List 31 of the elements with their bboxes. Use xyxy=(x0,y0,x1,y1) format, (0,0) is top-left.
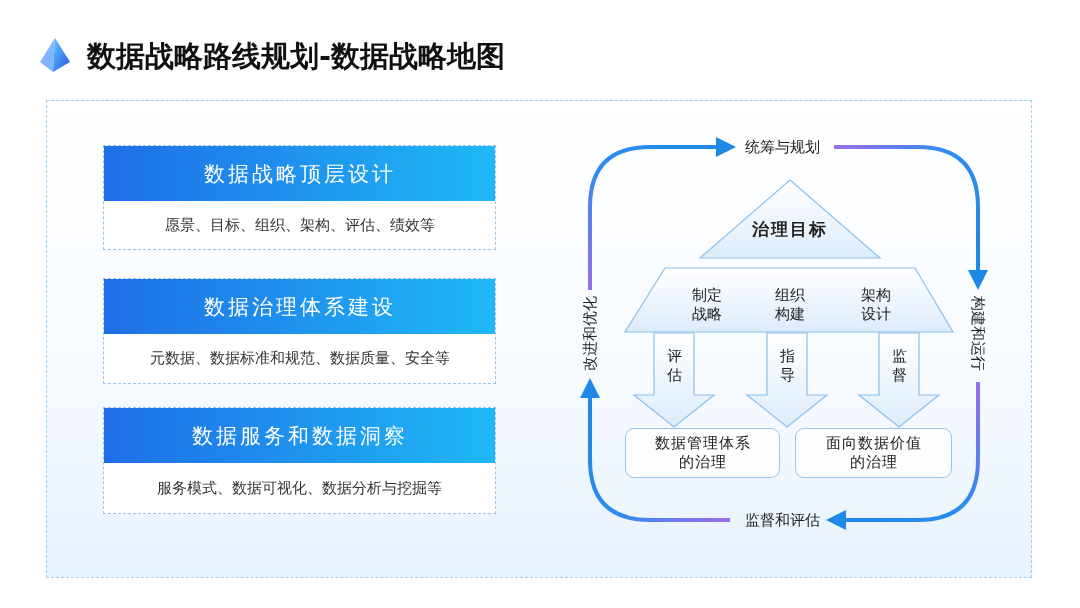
shape-text: 架构设计 xyxy=(860,286,892,324)
edge-label: 评估 xyxy=(665,347,683,385)
cycle-label: 改进和优化 xyxy=(579,289,601,377)
process-box: 数据管理体系的治理 xyxy=(625,428,780,478)
card-heading: 数据治理体系建设 xyxy=(104,279,495,334)
info-card xyxy=(103,145,496,250)
process-box: 面向数据价值的治理 xyxy=(795,428,952,478)
block-arrow xyxy=(857,332,941,428)
shape-text: 制定战略 xyxy=(691,286,723,324)
card-heading: 数据战略顶层设计 xyxy=(104,146,495,201)
card-heading: 数据服务和数据洞察 xyxy=(104,408,495,463)
triangle-shape xyxy=(700,180,880,258)
cycle-arrow xyxy=(588,137,736,290)
edge-label: 监督 xyxy=(890,347,908,385)
cycle-label: 构建和运行 xyxy=(967,289,989,377)
shape-text: 组织构建 xyxy=(774,286,806,324)
block-arrow xyxy=(745,332,829,428)
card-text: 愿景、目标、组织、架构、评估、绩效等 xyxy=(163,214,436,236)
title: 数据战略路线规划-数据战略地图 xyxy=(87,38,506,75)
cycle-arrow xyxy=(826,382,980,530)
block-arrow xyxy=(632,332,716,428)
cycle-label: 统筹与规划 xyxy=(738,136,826,158)
card-text: 服务模式、数据可视化、数据分析与挖掘等 xyxy=(156,477,443,499)
cycle-arrow xyxy=(580,378,730,522)
shape-text: 治理目标 xyxy=(752,218,828,241)
cycle-arrow xyxy=(834,145,988,290)
info-card xyxy=(103,278,496,384)
info-card xyxy=(103,407,496,514)
card-text: 元数据、数据标准和规范、数据质量、安全等 xyxy=(148,348,451,369)
cycle-label: 监督和评估 xyxy=(738,509,826,531)
edge-label: 指导 xyxy=(778,347,796,385)
